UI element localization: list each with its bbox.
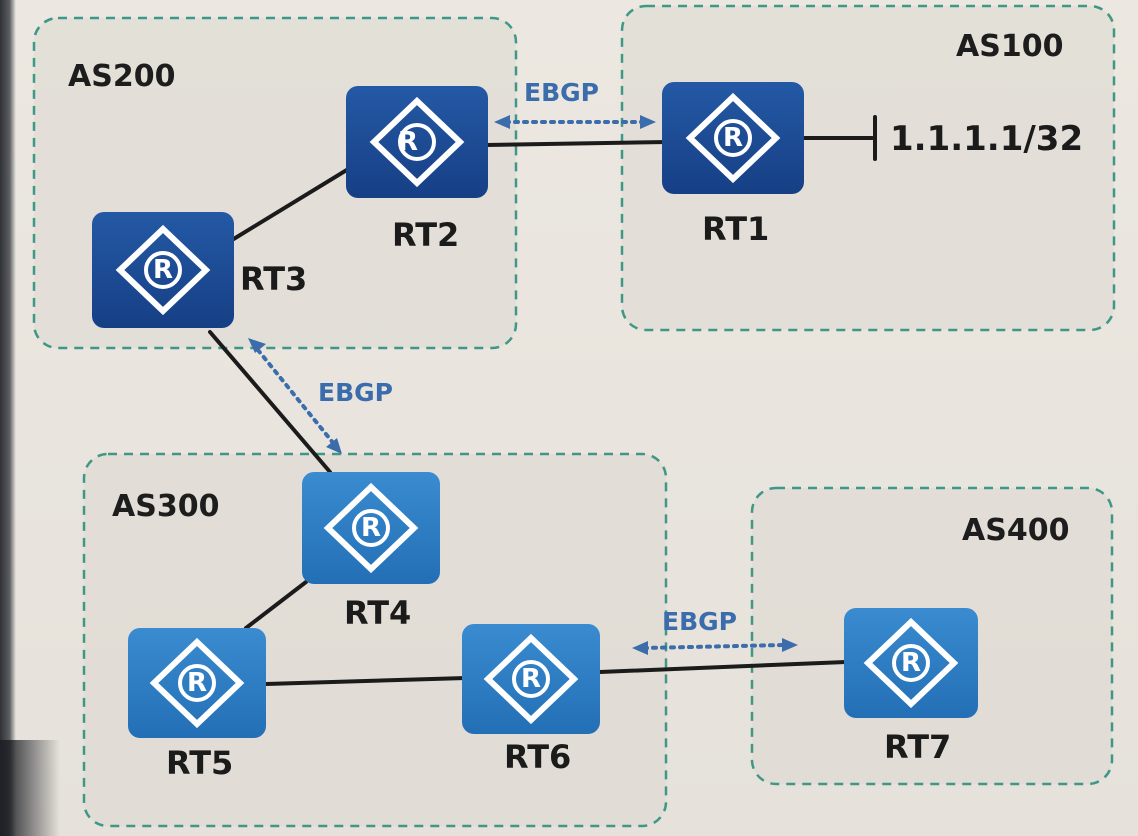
router-label-rt1: RT1 [702,210,769,248]
router-rt2[interactable]: R [346,86,488,198]
ebgp-arrowhead-right [782,638,798,652]
router-icon-letter: R [521,664,541,694]
ebgp-session-rt6-rt7 [642,643,786,650]
ebgp-arrowhead-up [248,338,266,353]
router-icon-letter: R [187,668,207,698]
router-icon-letter: R [153,255,173,285]
router-rt7[interactable]: R [844,608,978,718]
router-label-rt2: RT2 [392,216,459,254]
as300-label: AS300 [112,489,219,524]
link-rt5-rt6 [264,676,468,686]
link-rt5-rt4 [244,580,308,630]
ebgp-label-rt2-rt1: EBGP [524,78,599,107]
router-rt3[interactable]: R [92,212,234,328]
router-label-rt4: RT4 [344,594,411,632]
photo-corner-shadow [0,740,60,836]
router-label-rt5: RT5 [166,744,233,782]
link-rt3-rt2 [230,166,352,242]
router-rt1[interactable]: R [662,82,804,194]
router-icon-letter: R [723,123,743,153]
router-label-rt3: RT3 [240,260,307,298]
router-rt6[interactable]: R [462,624,600,734]
physical-links [208,115,877,686]
router-rt4[interactable]: R [302,472,440,584]
ebgp-session-rt3-rt4 [256,348,336,446]
as400-label: AS400 [962,513,1069,548]
as100-label: AS100 [956,29,1063,64]
link-rt2-rt1 [484,140,670,147]
ebgp-arrowhead-right [640,115,656,129]
router-label-rt6: RT6 [504,738,571,776]
router-icon-letter: R [398,127,418,157]
ebgp-arrowhead-down [326,438,342,454]
link-rt6-rt7 [598,660,848,674]
router-label-rt7: RT7 [884,728,951,766]
ebgp-arrowhead-left [632,641,648,655]
as200-label: AS200 [68,59,175,94]
router-icon-letter: R [361,513,381,543]
router-icon-letter: R [901,648,921,678]
router-rt5[interactable]: R [128,628,266,738]
ebgp-label-rt3-rt4: EBGP [318,378,393,407]
network-prefix-label: 1.1.1.1/32 [890,119,1083,159]
ebgp-arrowhead-left [494,115,510,129]
link-rt3-rt4 [208,330,332,474]
photo-left-edge [0,0,16,836]
ebgp-label-rt6-rt7: EBGP [662,607,737,636]
